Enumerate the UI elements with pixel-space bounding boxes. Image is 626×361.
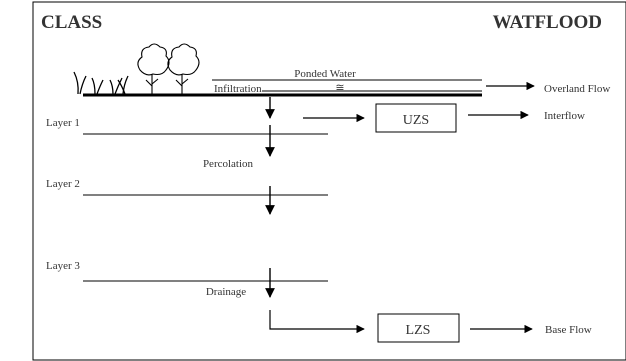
water-level-symbol: ≅	[335, 82, 344, 94]
watflood-title: WATFLOOD	[493, 12, 602, 33]
uzs-box	[375, 103, 457, 133]
percolation-label: Percolation	[203, 158, 254, 170]
overland-flow-label: Overland Flow	[544, 83, 610, 95]
lzs-label: LZS	[406, 323, 431, 338]
ponded-water-label: Ponded Water	[294, 68, 356, 80]
class-title: CLASS	[41, 12, 102, 33]
tree-icon	[137, 43, 200, 94]
uzs-label: UZS	[403, 113, 429, 128]
lzs-box	[377, 313, 460, 343]
drainage-label: Drainage	[206, 286, 246, 298]
layer3-label: Layer 3	[46, 260, 80, 272]
lzs-inflow-arrow	[269, 310, 365, 334]
layer1-label: Layer 1	[46, 117, 80, 129]
infiltration-label: Infiltration	[214, 83, 262, 95]
layer2-label: Layer 2	[46, 178, 80, 190]
interflow-label: Interflow	[544, 110, 585, 122]
grass-icon	[73, 71, 129, 95]
base-flow-label: Base Flow	[545, 324, 592, 336]
diagram-frame	[32, 1, 626, 361]
